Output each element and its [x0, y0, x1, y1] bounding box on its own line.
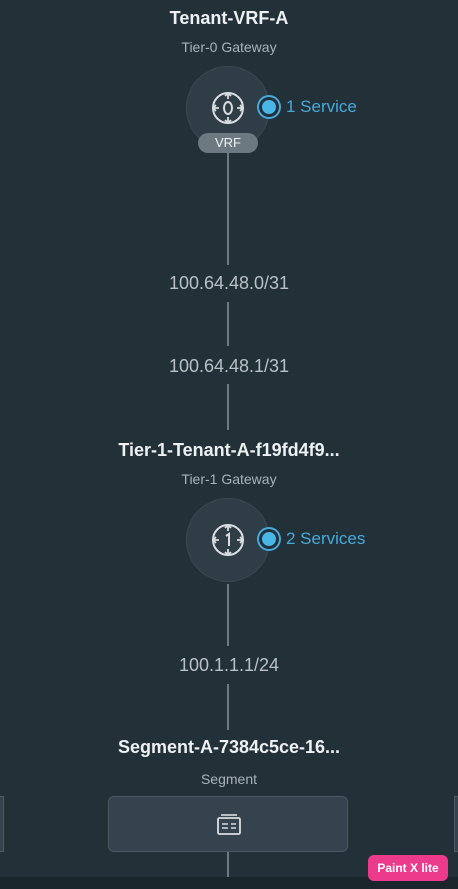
tier0-title: Tenant-VRF-A	[169, 8, 289, 28]
connector-line	[227, 584, 229, 646]
tier1-subtitle: Tier-1 Gateway	[181, 471, 277, 487]
bottom-bar	[0, 877, 458, 889]
connector-line	[227, 852, 229, 877]
link-ip-lower: 100.64.48.1/31	[168, 356, 290, 376]
router-icon	[211, 523, 245, 557]
segment-subtitle: Segment	[200, 771, 258, 787]
connector-line	[227, 384, 229, 430]
tier0-services-link[interactable]: 1 Service	[262, 97, 357, 117]
tier0-subtitle: Tier-0 Gateway	[181, 39, 277, 55]
tier1-services-link[interactable]: 2 Services	[262, 529, 365, 549]
segment-node[interactable]	[108, 796, 348, 852]
tier1-services-label: 2 Services	[286, 529, 366, 548]
vrf-badge: VRF	[198, 133, 258, 153]
link-ip-upper: 100.64.48.0/31	[168, 273, 290, 293]
adjacent-segment-left[interactable]	[0, 796, 4, 852]
segment-link-ip: 100.1.1.1/24	[178, 655, 280, 675]
service-status-icon	[262, 532, 276, 546]
tier1-title: Tier-1-Tenant-A-f19fd4f9...	[118, 440, 340, 460]
router-icon	[211, 91, 245, 125]
segment-icon	[217, 814, 241, 835]
watermark-badge: Paint X lite	[368, 855, 448, 881]
tier0-services-label: 1 Service	[286, 97, 357, 116]
segment-title: Segment-A-7384c5ce-16...	[117, 737, 341, 757]
connector-line	[227, 153, 229, 265]
connector-line	[227, 302, 229, 346]
service-status-icon	[262, 100, 276, 114]
adjacent-segment-right[interactable]	[454, 796, 458, 852]
connector-line	[227, 684, 229, 730]
tier1-node[interactable]	[186, 498, 270, 582]
